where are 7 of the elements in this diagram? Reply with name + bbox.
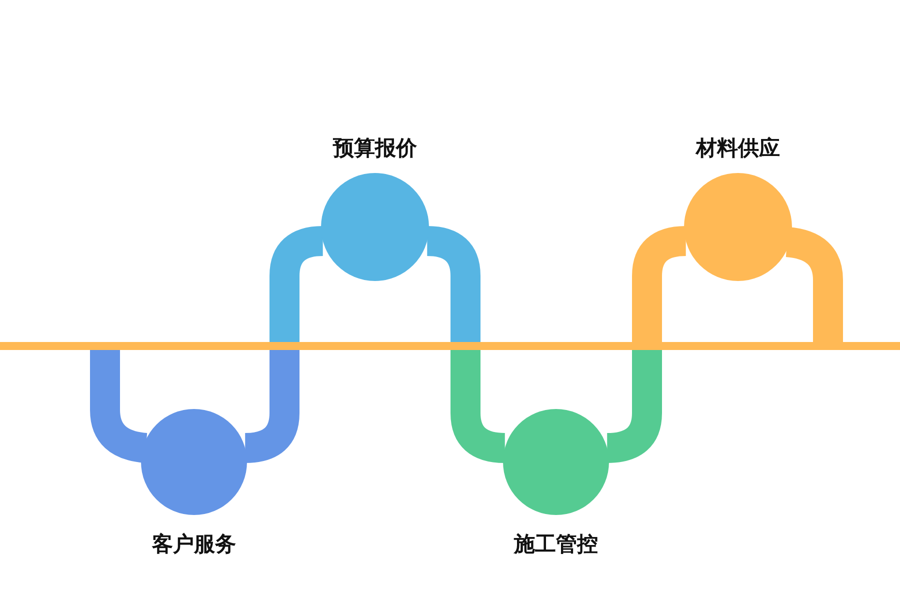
band-connector [606, 226, 686, 463]
band-connector [244, 226, 324, 463]
band-connector [426, 226, 506, 463]
circle-label: 施工管控 [512, 531, 599, 558]
circle-label: 客户服务 [150, 531, 237, 558]
circle-label: 材料供应 [694, 135, 781, 162]
circle-label: 预算报价 [332, 135, 418, 162]
